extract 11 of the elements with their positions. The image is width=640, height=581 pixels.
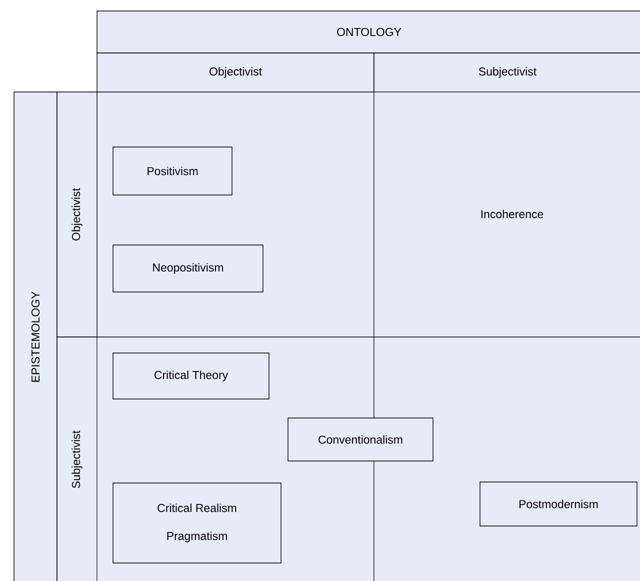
side-cell: Objectivist	[56, 92, 98, 338]
concept-box: Neopositivism	[112, 244, 264, 292]
concept-box: Postmodernism	[480, 482, 638, 526]
concept-box: Positivism	[112, 146, 232, 196]
side-cell: Subjectivist	[56, 336, 98, 581]
header-cell: Objectivist	[96, 52, 374, 92]
concept-box: Conventionalism	[288, 418, 434, 462]
header-cell: Subjectivist	[374, 52, 640, 92]
concept-box: Critical Realism Pragmatism	[112, 482, 282, 564]
concept-box: Critical Theory	[112, 352, 270, 400]
quadrant-label: Incoherence	[481, 210, 544, 218]
